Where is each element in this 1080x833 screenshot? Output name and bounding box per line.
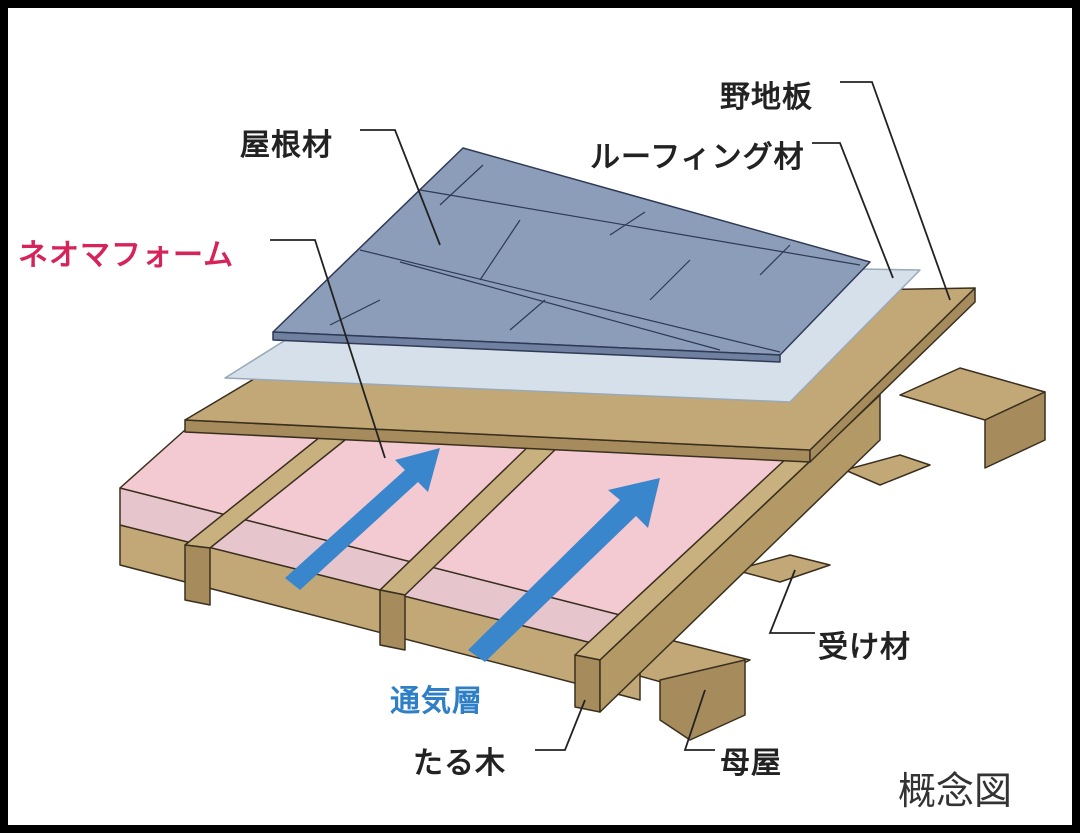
label-roofing-material: ルーフィング材: [590, 140, 805, 175]
label-neoma-foam: ネオマフォーム: [18, 238, 235, 273]
label-ventilation-layer: 通気層: [390, 684, 483, 719]
label-rafter: たる木: [413, 746, 506, 781]
label-purlin: 母屋: [720, 746, 782, 781]
label-sheathing-board: 野地板: [720, 80, 813, 115]
label-receiving-member: 受け材: [818, 630, 911, 665]
airflow-arrows: [285, 448, 660, 662]
airflow-arrow-icon: [285, 448, 440, 590]
caption-conceptual-diagram: 概念図: [898, 769, 1013, 813]
airflow-arrow-icon: [468, 478, 660, 662]
label-roof-material: 屋根材: [240, 128, 333, 163]
leader-lines: [270, 81, 951, 751]
receiving-member: [734, 554, 831, 583]
